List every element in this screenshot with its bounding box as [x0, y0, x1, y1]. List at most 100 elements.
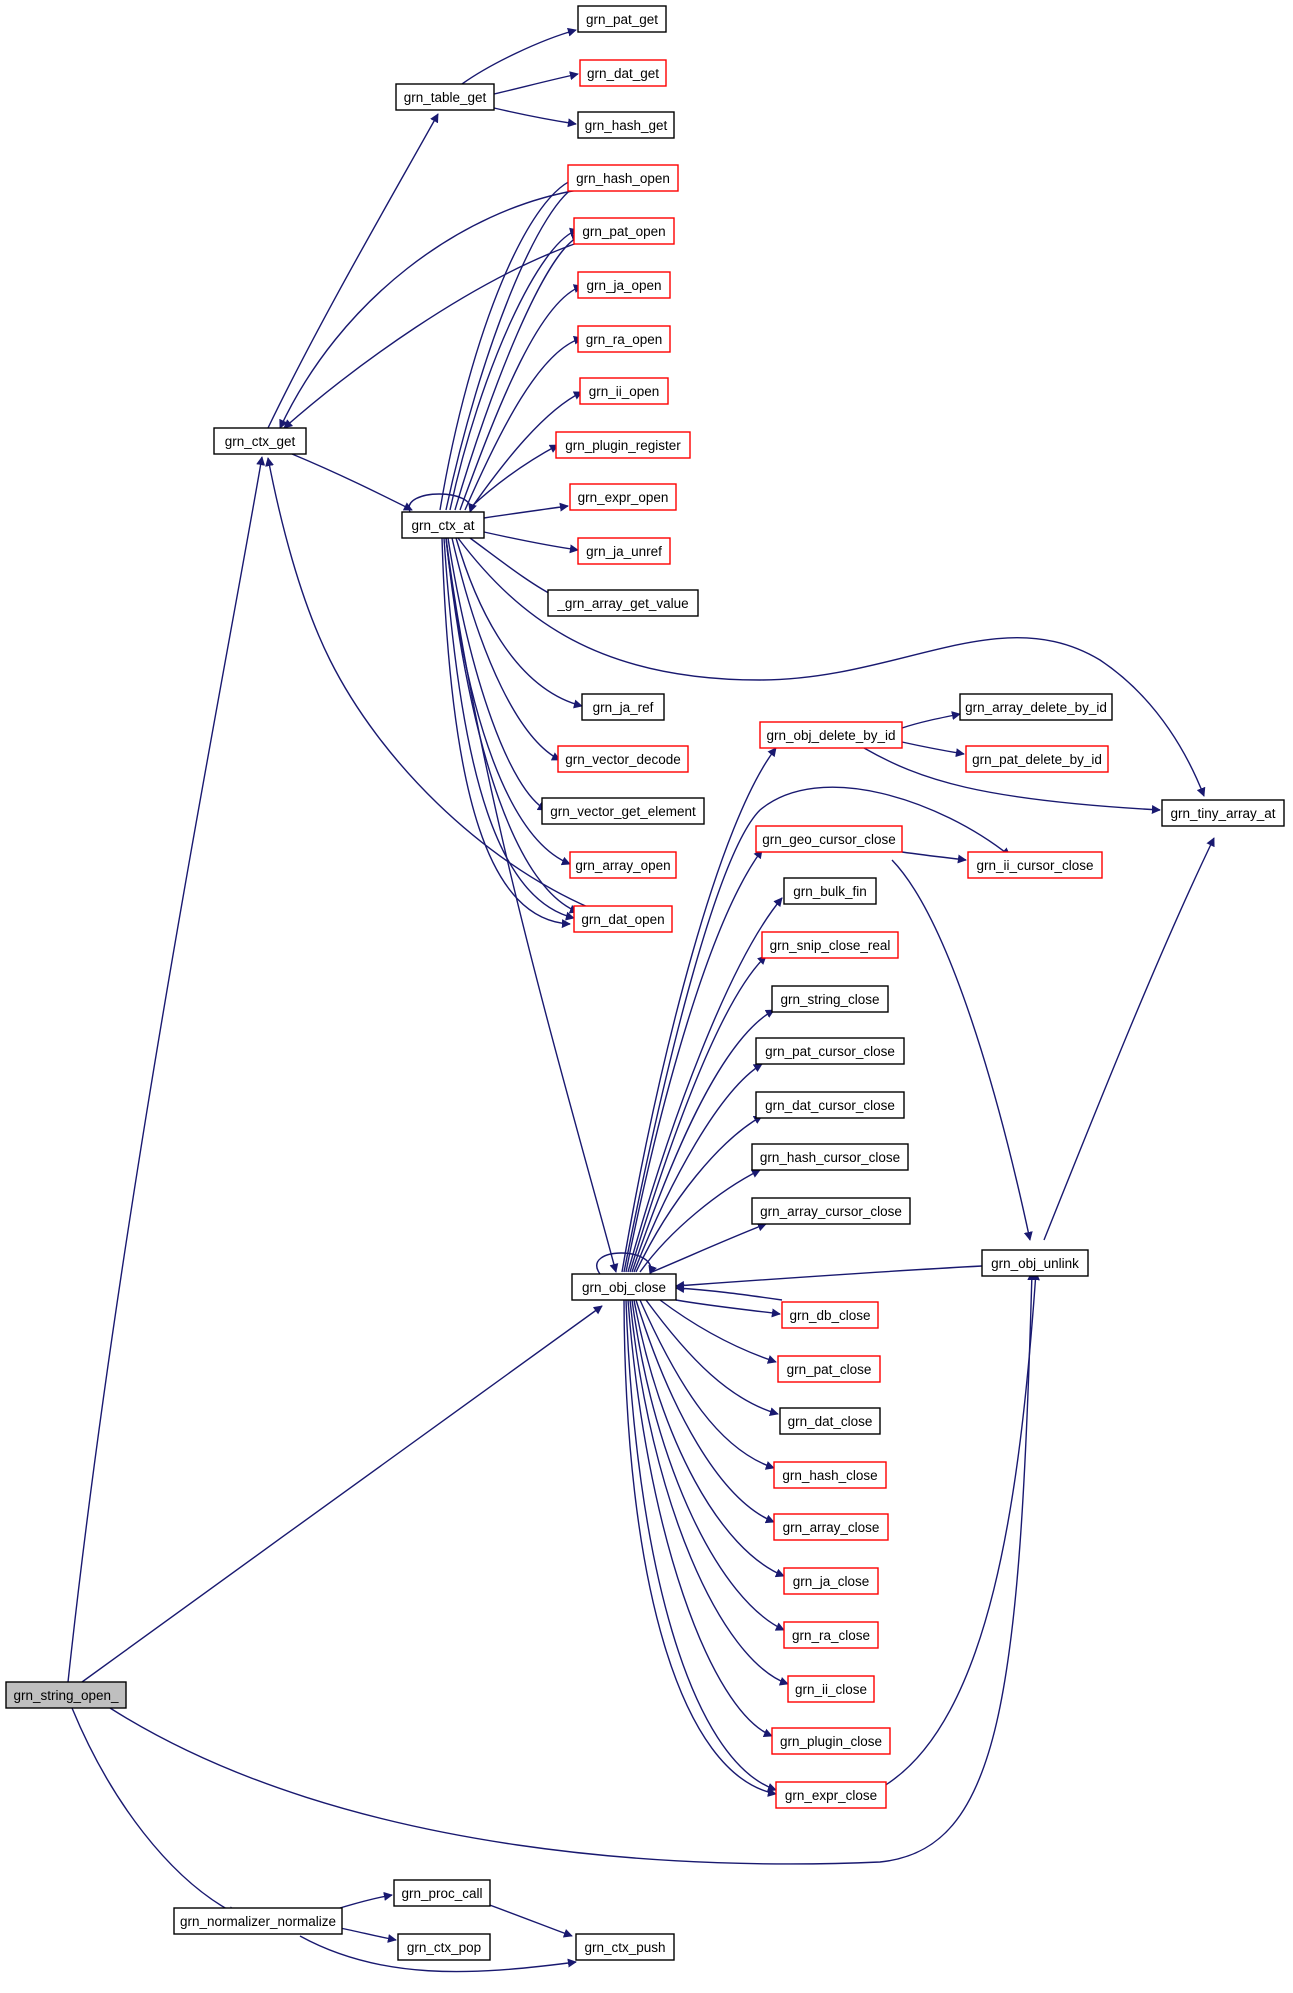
node-grn-pat-get[interactable]: grn_pat_get: [577, 5, 667, 33]
edge-ctx-at-to-dat-open-2: [441, 537, 571, 929]
node-grn-ra-open[interactable]: grn_ra_open: [577, 325, 671, 353]
node-grn-expr-close[interactable]: grn_expr_close: [775, 1781, 887, 1809]
node-grn-string-close[interactable]: grn_string_close: [771, 985, 889, 1013]
node-grn-ctx-at[interactable]: grn_ctx_at: [401, 511, 485, 539]
edge-geo-cursor-to-ii-cursor: [901, 851, 967, 864]
node-grn-obj-unlink[interactable]: grn_obj_unlink: [981, 1249, 1089, 1277]
svg-text:grn_vector_get_element: grn_vector_get_element: [550, 804, 696, 819]
node-grn-table-get[interactable]: grn_table_get: [395, 83, 495, 111]
svg-text:grn_ii_open: grn_ii_open: [589, 384, 660, 399]
edge-ctx-at-to-obj-close: [445, 537, 619, 1273]
edges: [67, 27, 1215, 1973]
node-grn-ja-unref[interactable]: grn_ja_unref: [577, 537, 671, 565]
node-grn-dat-close[interactable]: grn_dat_close: [779, 1407, 881, 1435]
svg-text:grn_ja_open: grn_ja_open: [586, 278, 661, 293]
node-grn-tiny-array-at[interactable]: grn_tiny_array_at: [1161, 799, 1285, 827]
node-grn-pat-open[interactable]: grn_pat_open: [573, 217, 675, 245]
edge-obj-close-to-ii-cursor-close: [623, 786, 1011, 1273]
svg-text:grn_bulk_fin: grn_bulk_fin: [793, 884, 867, 899]
node-grn-ra-close[interactable]: grn_ra_close: [783, 1621, 879, 1649]
edge-ctx-at-to-ja-unref: [483, 531, 579, 554]
edge-normalizer-to-proc-call: [339, 1891, 393, 1909]
edge-obj-close-to-array-cursor-close: [651, 1222, 767, 1273]
edge-ctx-at-to-hash-open-2: [445, 182, 581, 511]
node-grn-db-close[interactable]: grn_db_close: [781, 1301, 879, 1329]
svg-text:grn_ctx_at: grn_ctx_at: [411, 518, 474, 533]
node-grn-snip-close-real[interactable]: grn_snip_close_real: [761, 931, 899, 959]
svg-text:grn_obj_close: grn_obj_close: [582, 1280, 666, 1295]
node-grn-dat-get[interactable]: grn_dat_get: [579, 59, 667, 87]
node-grn-pat-cursor-close[interactable]: grn_pat_cursor_close: [755, 1037, 905, 1065]
node-grn-normalizer-normalize[interactable]: grn_normalizer_normalize: [173, 1907, 343, 1935]
node-grn-ctx-push[interactable]: grn_ctx_push: [575, 1933, 675, 1961]
edge-obj-close-to-geo-cursor-close: [625, 849, 763, 1273]
svg-text:grn_ii_cursor_close: grn_ii_cursor_close: [976, 858, 1093, 873]
edge-obj-close-to-dat-close: [645, 1299, 779, 1417]
edge-obj-close-to-ra-close: [631, 1299, 785, 1631]
edge-obj-close-to-snip-close-real: [629, 955, 767, 1273]
node-grn-hash-open[interactable]: grn_hash_open: [567, 164, 679, 192]
node-grn-plugin-register[interactable]: grn_plugin_register: [555, 431, 691, 459]
svg-text:grn_dat_close: grn_dat_close: [788, 1414, 873, 1429]
node-grn-expr-open[interactable]: grn_expr_open: [569, 483, 677, 511]
node-grn-vector-decode[interactable]: grn_vector_decode: [557, 745, 689, 773]
edge-string-open-to-obj-unlink: [109, 1271, 1037, 1865]
node-grn-ii-cursor-close[interactable]: grn_ii_cursor_close: [967, 851, 1103, 879]
svg-text:grn_pat_cursor_close: grn_pat_cursor_close: [765, 1044, 895, 1059]
edge-dat-open-to-ctx-get: [265, 457, 591, 909]
node-grn-dat-open[interactable]: grn_dat_open: [573, 905, 673, 933]
node-grn-ja-close[interactable]: grn_ja_close: [783, 1567, 879, 1595]
node-grn-array-get-value[interactable]: _grn_array_get_value: [547, 589, 699, 617]
node-grn-plugin-close[interactable]: grn_plugin_close: [771, 1727, 891, 1755]
node-grn-ctx-pop[interactable]: grn_ctx_pop: [397, 1933, 491, 1961]
edge-obj-close-to-obj-delete-by-id: [621, 747, 777, 1273]
svg-text:grn_vector_decode: grn_vector_decode: [565, 752, 681, 767]
node-grn-dat-cursor-close[interactable]: grn_dat_cursor_close: [755, 1091, 905, 1119]
node-grn-hash-get[interactable]: grn_hash_get: [577, 111, 675, 139]
node-grn-pat-close[interactable]: grn_pat_close: [777, 1355, 881, 1383]
edge-obj-delete-to-array-delete: [901, 711, 961, 729]
svg-text:grn_ra_open: grn_ra_open: [586, 332, 663, 347]
node-grn-obj-delete-by-id[interactable]: grn_obj_delete_by_id: [759, 721, 903, 749]
node-grn-array-close[interactable]: grn_array_close: [773, 1513, 889, 1541]
edge-normalizer-to-ctx-pop: [339, 1927, 397, 1943]
edge-obj-delete-to-tiny-array-at: [863, 747, 1161, 815]
edge-obj-unlink-to-tiny-array-at: [1043, 837, 1215, 1241]
node-grn-hash-close[interactable]: grn_hash_close: [773, 1461, 887, 1489]
edge-db-close-to-obj-close: [675, 1283, 783, 1301]
edge-obj-close-to-expr-close-1: [625, 1299, 777, 1792]
svg-text:grn_db_close: grn_db_close: [789, 1308, 870, 1323]
node-grn-array-cursor-close[interactable]: grn_array_cursor_close: [751, 1197, 911, 1225]
edge-ctx-at-to-ja-ref: [455, 537, 583, 709]
edge-table-get-to-pat-get: [461, 27, 577, 85]
edge-expr-close-to-obj-unlink: [883, 1271, 1040, 1787]
node-grn-ii-close[interactable]: grn_ii_close: [787, 1675, 875, 1703]
node-grn-hash-cursor-close[interactable]: grn_hash_cursor_close: [751, 1143, 909, 1171]
node-grn-geo-cursor-close[interactable]: grn_geo_cursor_close: [755, 825, 903, 853]
node-grn-bulk-fin[interactable]: grn_bulk_fin: [783, 877, 877, 905]
node-grn-ja-open[interactable]: grn_ja_open: [577, 271, 671, 299]
svg-text:grn_ctx_pop: grn_ctx_pop: [407, 1940, 481, 1955]
edge-ctx-at-self-loop: [408, 493, 477, 513]
node-grn-vector-get-element[interactable]: grn_vector_get_element: [541, 797, 705, 825]
node-grn-ctx-get[interactable]: grn_ctx_get: [213, 427, 307, 455]
svg-text:grn_ctx_push: grn_ctx_push: [584, 1940, 665, 1955]
svg-text:grn_array_delete_by_id: grn_array_delete_by_id: [965, 700, 1107, 715]
node-grn-array-delete-by-id[interactable]: grn_array_delete_by_id: [959, 693, 1113, 721]
edge-obj-close-self-loop: [596, 1252, 657, 1275]
svg-text:grn_dat_cursor_close: grn_dat_cursor_close: [765, 1098, 895, 1113]
node-grn-proc-call[interactable]: grn_proc_call: [393, 1879, 491, 1907]
edge-obj-close-to-ii-close: [629, 1299, 789, 1686]
edge-obj-close-to-pat-close: [659, 1299, 777, 1364]
svg-text:grn_dat_get: grn_dat_get: [587, 66, 659, 81]
edge-obj-close-to-db-close: [675, 1299, 781, 1318]
svg-text:grn_table_get: grn_table_get: [404, 90, 487, 105]
node-grn-pat-delete-by-id[interactable]: grn_pat_delete_by_id: [965, 745, 1109, 773]
node-grn-string-open[interactable]: grn_string_open_: [5, 1681, 127, 1709]
node-grn-ja-ref[interactable]: grn_ja_ref: [581, 693, 665, 721]
node-grn-array-open[interactable]: grn_array_open: [569, 851, 677, 879]
node-grn-obj-close[interactable]: grn_obj_close: [571, 1273, 677, 1301]
node-grn-ii-open[interactable]: grn_ii_open: [579, 377, 669, 405]
edge-ctx-at-to-ra-open: [464, 335, 583, 511]
